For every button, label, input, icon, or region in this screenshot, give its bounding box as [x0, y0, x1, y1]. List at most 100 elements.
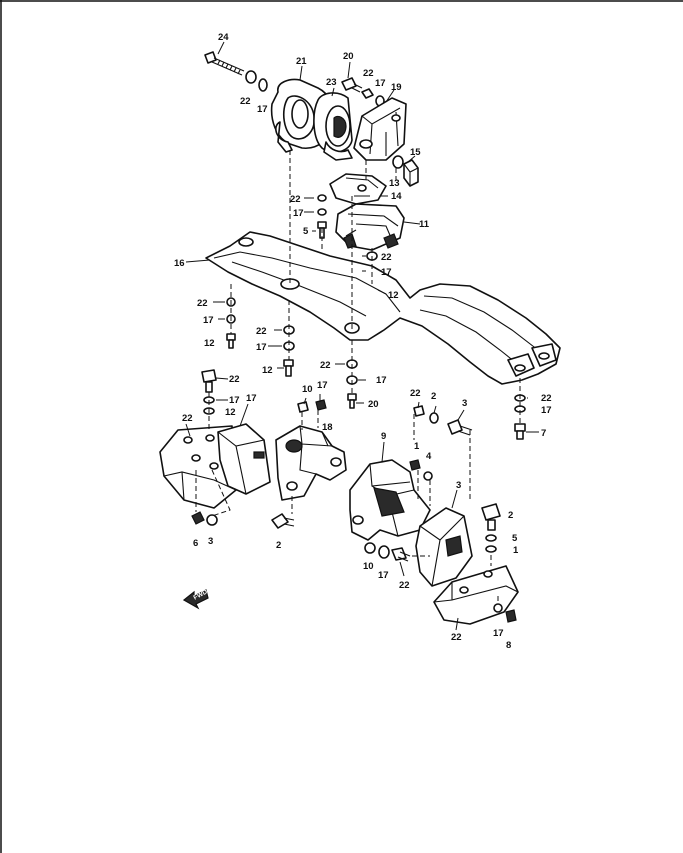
callout-3: 1 — [414, 441, 420, 452]
spacer-15 — [403, 159, 419, 187]
nut-3-lower-right — [505, 609, 517, 623]
callout-2: 3 — [208, 536, 213, 547]
crossmember-16 — [205, 231, 561, 385]
rubber-block-1-right — [415, 507, 473, 587]
bolt-12-cross-left — [226, 333, 236, 349]
callout-6: 9 — [381, 431, 386, 442]
callout-ticks — [304, 197, 366, 272]
callout-17: 17 — [376, 375, 387, 386]
callout-19: 19 — [391, 82, 402, 93]
alignment-lines — [195, 150, 521, 604]
washer-13 — [392, 155, 404, 169]
callout-18: 7 — [541, 428, 546, 439]
callout-5: 2 — [276, 540, 281, 551]
callout-22: 22 — [290, 194, 301, 205]
nut-3-upper-left — [315, 399, 327, 411]
callout-22: 12 — [225, 407, 236, 418]
callout-11: 11 — [419, 219, 430, 230]
callout-17: 17 — [256, 342, 267, 353]
washer-2-lower-left — [206, 514, 218, 526]
callout-22: 22 — [320, 360, 331, 371]
washer-17-right-upper — [429, 412, 439, 424]
callout-10: 22 — [229, 374, 240, 385]
callout-22: 22 — [363, 68, 374, 79]
nut-3-right — [409, 459, 421, 471]
bracket-4 — [275, 425, 347, 501]
callout-17: 17 — [229, 395, 240, 406]
callout-12: 12 — [204, 338, 215, 349]
callout-4: 18 — [322, 422, 333, 433]
callout-23: 23 — [326, 77, 337, 88]
nut-22-lower-center — [364, 542, 376, 554]
callout-9: 22 — [451, 632, 462, 643]
callout-21: 21 — [296, 56, 307, 67]
callout-17: 17 — [293, 208, 304, 219]
callout-22: 22 — [410, 388, 421, 399]
washer-17-right-lower — [485, 534, 497, 542]
bolt-8 — [391, 547, 411, 562]
callout-17: 2 — [431, 391, 436, 402]
bolt-7 — [447, 419, 473, 436]
callout-14: 14 — [391, 191, 402, 202]
bolt-24 — [204, 51, 245, 76]
callout-numbers: 24 21 20 22 17 19 23 22 17 15 13 14 22 1… — [174, 32, 552, 651]
callout-20: 12 — [262, 365, 273, 376]
bracket-19 — [353, 97, 407, 161]
nut-22-upper — [361, 88, 374, 99]
fwd-arrow-icon: FWD — [182, 588, 209, 610]
rubber-mount-23 — [313, 92, 353, 161]
bolt-5-lower — [271, 513, 295, 529]
bolt-20-upper — [341, 77, 363, 93]
callout-2: 17 — [493, 628, 504, 639]
washer-2-lower-right — [493, 603, 503, 613]
bolt-18 — [514, 423, 526, 440]
nut-22-right-upper — [413, 405, 425, 417]
callout-24: 24 — [218, 32, 229, 43]
mount-plate-14 — [329, 173, 387, 205]
rubber-block-1-left — [217, 423, 271, 495]
callout-3: 17 — [317, 380, 328, 391]
bolt-20-lower — [283, 359, 294, 377]
callout-7: 3 — [462, 398, 467, 409]
callout-22: 22 — [240, 96, 251, 107]
bolt-10-right — [481, 503, 501, 531]
bolt-10-left — [201, 369, 217, 393]
callout-8: 22 — [399, 580, 410, 591]
callout-2: 4 — [426, 451, 432, 462]
callout-17: 17 — [378, 570, 389, 581]
nut-22-mid — [317, 194, 327, 202]
washer-22-upper-left — [245, 70, 257, 84]
callout-12: 12 — [388, 290, 399, 301]
callout-22: 1 — [513, 545, 519, 556]
insulator-11 — [335, 203, 405, 251]
callout-22: 22 — [197, 298, 208, 309]
callout-17: 17 — [541, 405, 552, 416]
callout-3: 6 — [193, 538, 198, 549]
callout-17: 5 — [512, 533, 518, 544]
callout-12: 20 — [368, 399, 379, 410]
callout-22: 22 — [256, 326, 267, 337]
callout-1: 3 — [456, 480, 461, 491]
plate-9-left — [159, 425, 237, 509]
nut-3-lower-left — [191, 511, 205, 525]
callout-5: 5 — [303, 226, 309, 237]
callout-15: 15 — [410, 147, 421, 158]
bolt-12-cross-center — [347, 393, 357, 409]
callout-2: 10 — [302, 384, 313, 395]
callout-17: 17 — [381, 267, 392, 278]
callout-20: 20 — [343, 51, 354, 62]
callout-16: 16 — [174, 258, 185, 269]
callout-13: 13 — [389, 178, 400, 189]
washer-17-mid — [317, 208, 327, 216]
callout-17: 17 — [203, 315, 214, 326]
callout-22: 10 — [363, 561, 374, 572]
callout-22: 22 — [541, 393, 552, 404]
leader-lines — [185, 41, 539, 631]
callout-22: 22 — [381, 252, 392, 263]
callout-3: 8 — [506, 640, 511, 651]
callout-9: 22 — [182, 413, 193, 424]
washer-17-upper-left — [258, 78, 268, 92]
callout-1: 17 — [246, 393, 257, 404]
